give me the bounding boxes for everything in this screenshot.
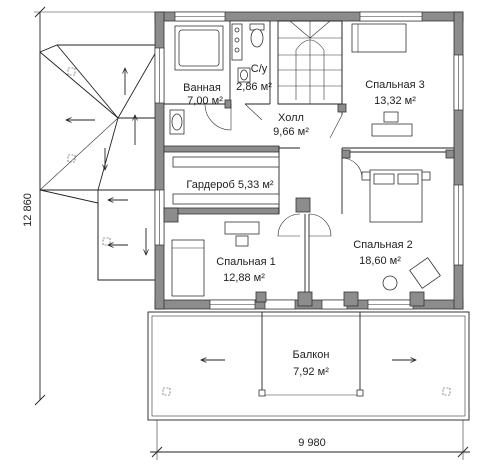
room-wc-area: 2,86 м² — [236, 81, 272, 93]
room-bedroom2-area: 18,60 м² — [359, 255, 401, 267]
bedroom3-desk — [371, 111, 413, 137]
room-bathroom-name: Ванная — [183, 82, 221, 94]
room-bedroom3-name: Спальная 3 — [365, 79, 425, 91]
bathroom-sink — [169, 109, 185, 135]
room-hall-name: Холл — [278, 112, 304, 124]
bedroom2-bed — [361, 169, 431, 223]
roof-outline — [39, 44, 161, 281]
roof-post-markers — [67, 67, 111, 246]
wc-sink — [237, 67, 251, 83]
bedroom1-desk — [224, 221, 260, 247]
room-bedroom1-area: 12,88 м² — [223, 272, 265, 284]
room-balcony-name: Балкон — [293, 349, 330, 361]
dimension-vertical — [34, 6, 155, 406]
balcony-outline — [147, 311, 470, 421]
room-bedroom3-area: 13,32 м² — [374, 95, 416, 107]
room-hall-area: 9,66 м² — [273, 126, 309, 138]
room-bedroom1-name: Спальная 1 — [216, 256, 276, 268]
shower-tray — [231, 23, 243, 61]
room-wc-name: С/у — [251, 63, 268, 75]
room-wardrobe-label: Гардероб 5,33 м² — [186, 179, 274, 191]
bathtub — [174, 25, 224, 71]
wardrobe-rails — [172, 156, 280, 205]
toilet — [249, 23, 265, 48]
room-bathroom-area: 7,00 м² — [187, 95, 223, 107]
roof-slope-arrows — [66, 68, 146, 255]
room-bedroom2-name: Спальная 2 — [353, 239, 413, 251]
dimension-horizontal — [150, 420, 470, 460]
bedroom2-armchair — [382, 257, 441, 291]
dimension-horizontal-label: 9 980 — [298, 437, 326, 449]
bedroom1-bed — [171, 239, 205, 297]
bedroom3-bed — [351, 23, 407, 53]
staircase — [277, 20, 343, 105]
dimension-vertical-label: 12 860 — [22, 193, 34, 227]
room-balcony-area: 7,92 м² — [293, 366, 329, 378]
